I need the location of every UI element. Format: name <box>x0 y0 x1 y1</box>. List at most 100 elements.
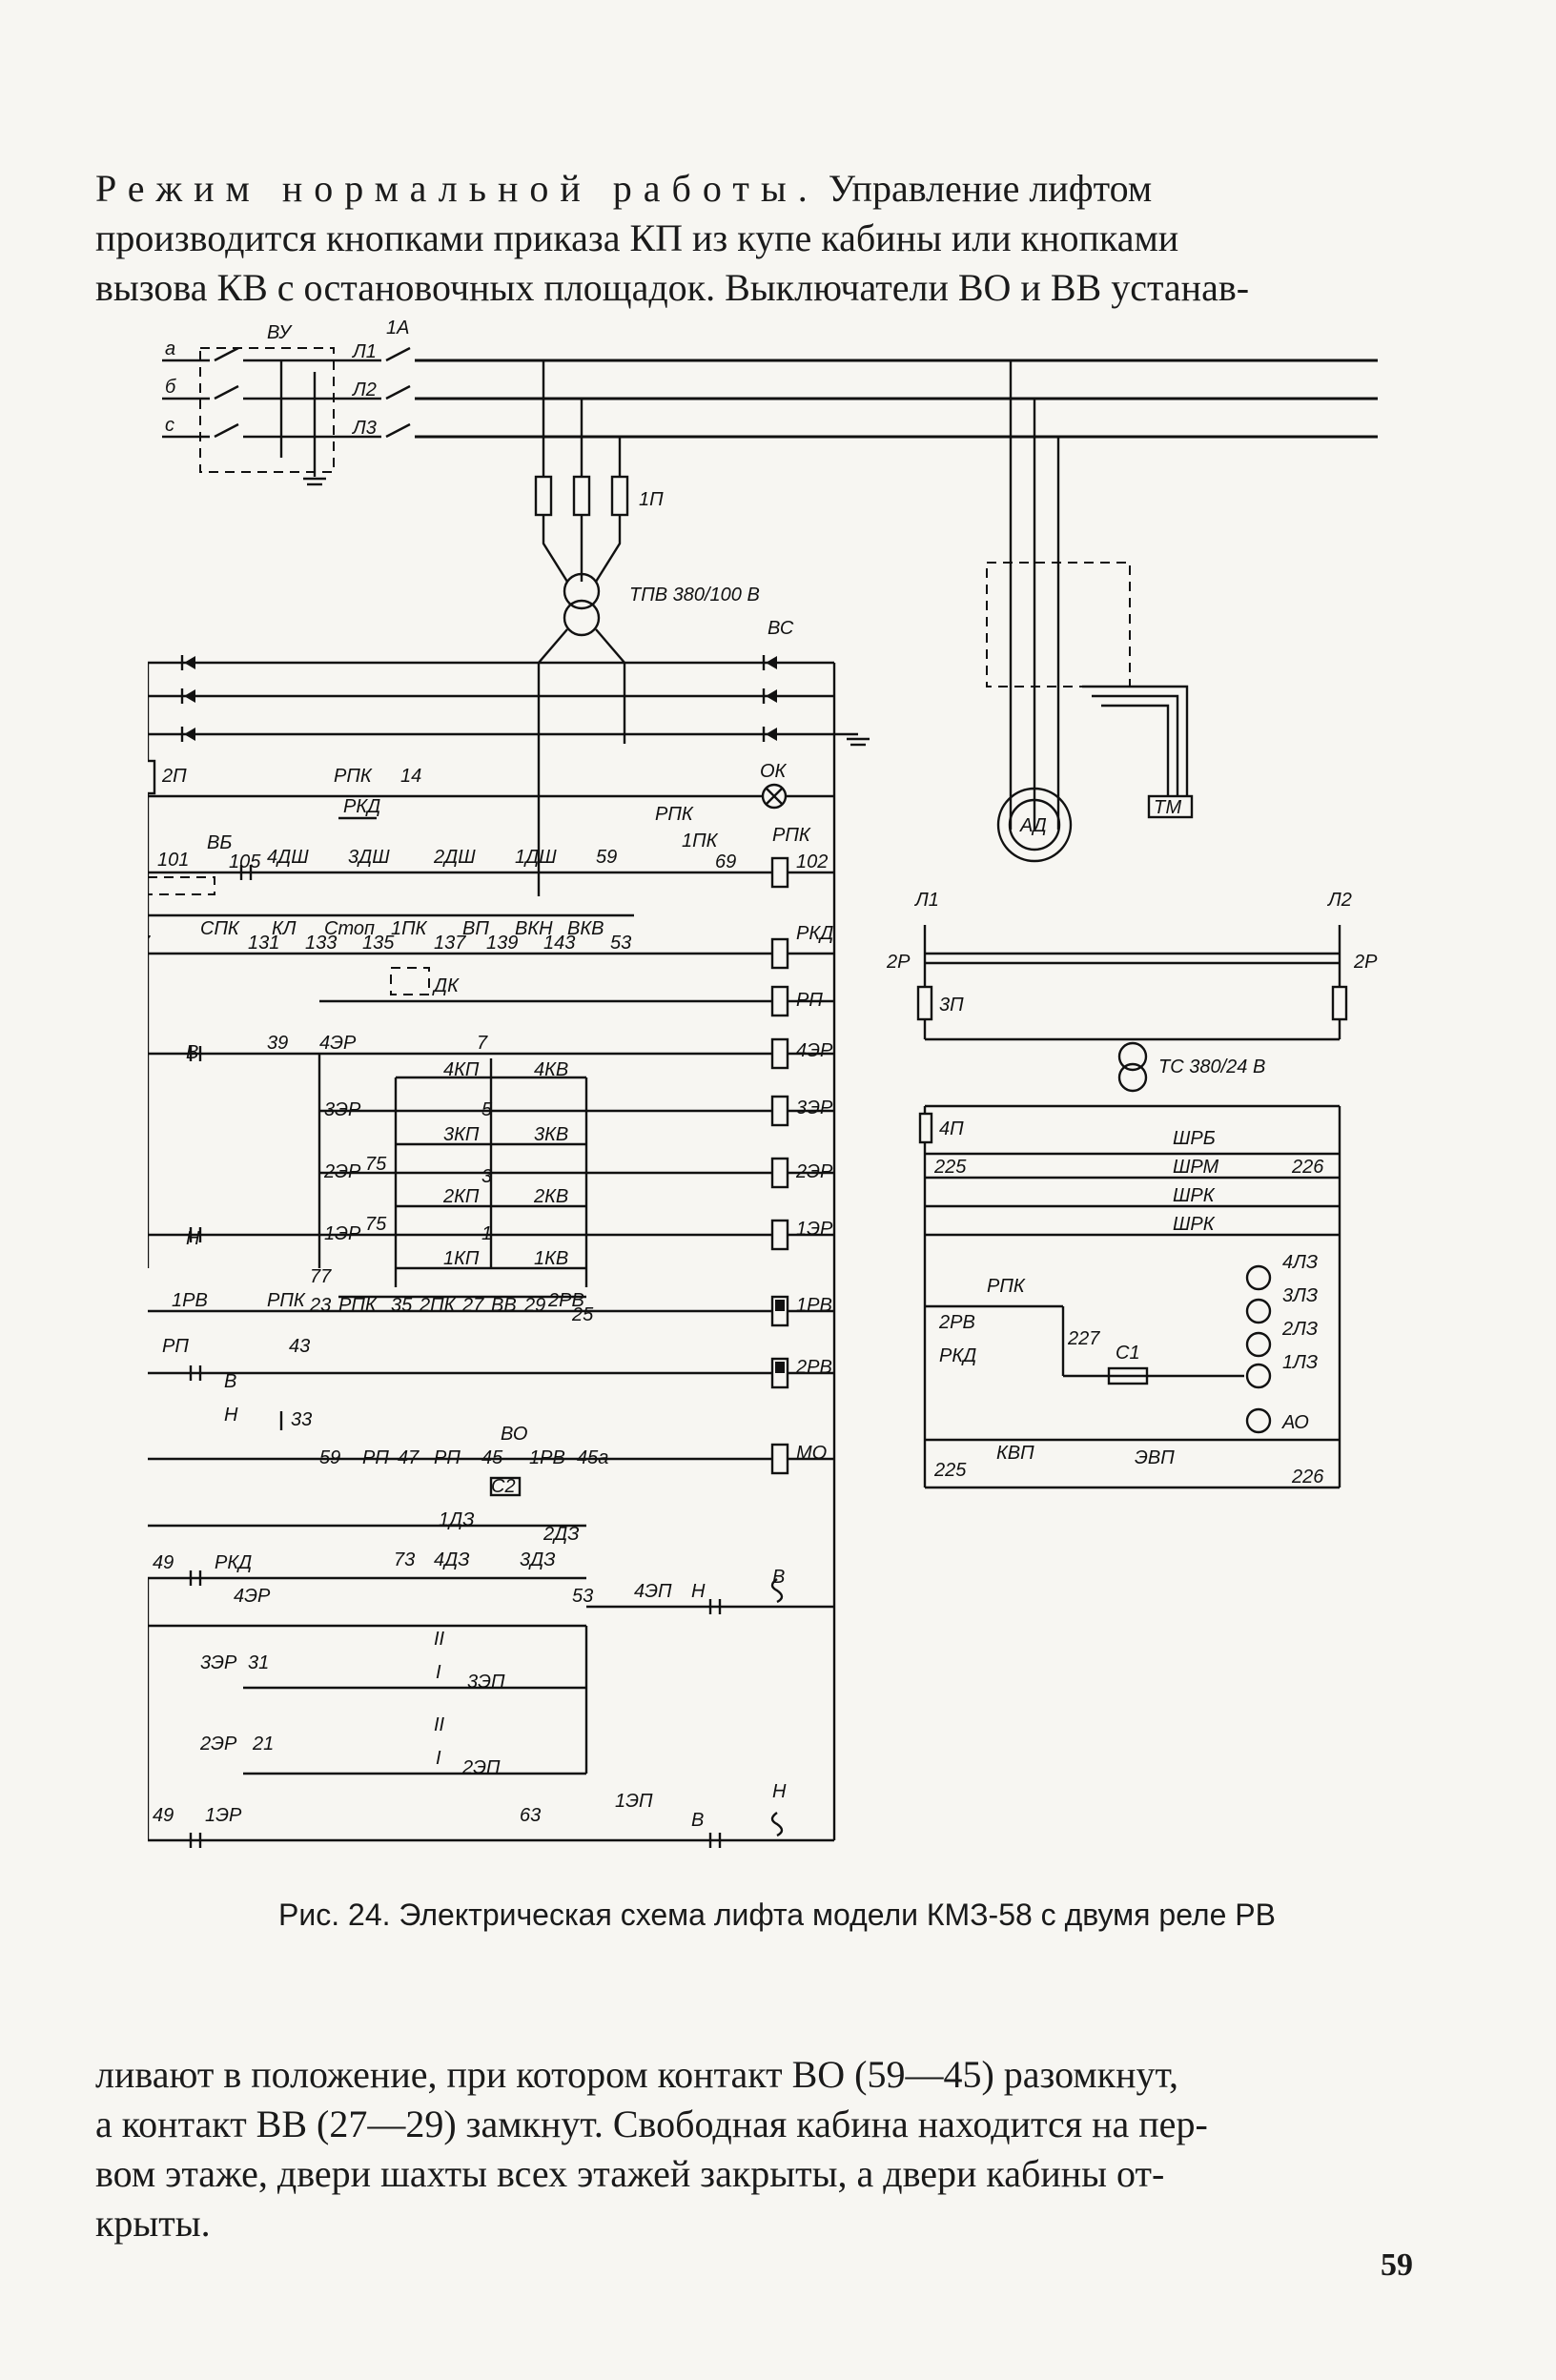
label-33: 33 <box>291 1409 312 1430</box>
label-2kv: 2КВ <box>533 1186 568 1207</box>
bottom-paragraph: ливают в положение, при котором контакт … <box>95 2050 1402 2248</box>
label-coil-1er: 1ЭР <box>796 1219 833 1240</box>
label-rpk-right: РПК <box>655 804 694 825</box>
label-b-n: Н <box>772 1781 787 1802</box>
label-phase-b: б <box>165 377 176 398</box>
label-dk: ДК <box>432 975 460 996</box>
label-lamp-ao: АО <box>1281 1412 1309 1433</box>
label-transformer-ts: ТС 380/24 В <box>1158 1057 1265 1077</box>
label-kl: КЛ <box>272 918 297 939</box>
label-1er: 1ЭР <box>324 1223 361 1244</box>
label-fuse-1p: 1П <box>639 489 664 510</box>
label-ok: ОК <box>760 761 788 782</box>
vu-switch-box <box>199 347 335 473</box>
label-roman-2a: II <box>434 1629 445 1650</box>
label-rp: РП <box>162 1336 189 1357</box>
label-lamp-4lz: 4ЛЗ <box>1282 1252 1318 1273</box>
label-fuse-3p: 3П <box>939 995 964 1016</box>
label-226-bottom: 226 <box>1291 1467 1324 1488</box>
label-mo-45: 45 <box>481 1447 503 1468</box>
label-roman-2b: II <box>434 1714 445 1735</box>
label-coil-4er: 4ЭР <box>796 1040 833 1061</box>
label-1pk-row3: 1ПК <box>391 918 428 939</box>
label-socket-shrk: ШРК <box>1173 1185 1216 1206</box>
label-25: 25 <box>571 1304 594 1325</box>
label-vkn: ВКН <box>515 918 553 939</box>
label-29: 29 <box>523 1295 545 1316</box>
bottom-line-2: а контакт ВВ (27—29) замкнут. Свободная … <box>95 2103 1208 2145</box>
label-2kp: 2КП <box>442 1186 480 1207</box>
label-l2: Л2 <box>351 380 377 400</box>
label-105: 105 <box>229 851 261 872</box>
label-coil-mo: МО <box>796 1443 827 1464</box>
label-2rv-row: 2РВ <box>547 1290 584 1311</box>
label-coil-1rv: 1РВ <box>796 1295 832 1316</box>
label-fuse-2p: 2П <box>161 766 187 787</box>
label-l1: Л1 <box>351 341 377 362</box>
top-line-3: вызова КВ с остановочных площадок. Выклю… <box>95 266 1250 309</box>
label-27: 27 <box>461 1295 484 1316</box>
coil-1er <box>770 1219 789 1251</box>
electrical-schematic: а б с ВУ 1А Л1 Л2 Л3 1П ТПВ 3 <box>117 315 1411 1859</box>
label-4dsh: 4ДШ <box>267 847 309 868</box>
bottom-line-3: вом этаже, двери шахты всех этажей закры… <box>95 2152 1165 2195</box>
label-b-4ep: 4ЭП <box>634 1581 672 1602</box>
label-socket-shrk2: ШРК <box>1173 1214 1216 1235</box>
section-heading: Режим нормальной работы. <box>95 167 819 210</box>
floor-relay-ladder: 49 РКД 4ЭР 53 3ЭР 31 3ЭП 2ЭР 21 2ЭП 49 1… <box>146 1552 834 1842</box>
label-139: 139 <box>486 933 518 954</box>
label-kvp: КВП <box>996 1443 1034 1464</box>
label-43: 43 <box>289 1336 310 1357</box>
label-3kp: 3КП <box>443 1124 480 1145</box>
upper-control-rows: 2П РПК 14 РКД ОК РПК 1ПК РПК 101 ВБ 105 … <box>139 759 834 895</box>
label-3er: 3ЭР <box>324 1099 361 1120</box>
label-102: 102 <box>796 851 828 872</box>
label-75b: 75 <box>365 1214 387 1235</box>
label-3dsh: 3ДШ <box>348 847 390 868</box>
label-133: 133 <box>305 933 337 954</box>
label-rkd-top: РКД <box>343 796 380 817</box>
label-coil-3er: 3ЭР <box>796 1098 833 1118</box>
label-225-top: 225 <box>933 1157 967 1178</box>
coil-2er <box>770 1157 789 1189</box>
label-motor-ad: АД <box>1019 815 1047 836</box>
label-spk: СПК <box>200 918 240 939</box>
label-evp: ЭВП <box>1135 1447 1175 1468</box>
label-b-3er: 3ЭР <box>200 1652 237 1673</box>
coil-rp <box>770 985 789 1017</box>
label-7: 7 <box>477 1033 488 1054</box>
label-b-4er: 4ЭР <box>234 1586 271 1607</box>
label-1dz: 1ДЗ <box>439 1509 474 1530</box>
label-right-l2: Л2 <box>1326 890 1352 911</box>
label-socket-shrm: ШРМ <box>1173 1157 1219 1178</box>
label-v-contact: В <box>224 1371 236 1392</box>
label-coil-2er: 2ЭР <box>795 1161 833 1182</box>
coil-3er <box>770 1095 789 1127</box>
mo-row: ВО 59 РП 47 РП 45 1РВ 45а С2 1ДЗ 2ДЗ 4ДЗ… <box>148 1424 608 1570</box>
label-b-1er: 1ЭР <box>205 1805 242 1826</box>
figure-caption: Рис. 24. Электрическая схема лифта модел… <box>278 1898 1276 1932</box>
label-roman-1b: I <box>436 1748 441 1769</box>
label-ipk: 1ПК <box>682 831 719 851</box>
label-77: 77 <box>310 1266 332 1287</box>
label-135: 135 <box>362 933 395 954</box>
label-phase-a: а <box>165 339 175 359</box>
label-1: 1 <box>481 1223 492 1244</box>
label-4kv: 4КВ <box>534 1059 568 1080</box>
coil-4er <box>770 1037 789 1070</box>
label-227: 227 <box>1067 1328 1100 1349</box>
label-c1: С1 <box>1116 1343 1140 1364</box>
label-coil-2rv: 2РВ <box>795 1357 832 1378</box>
label-4kp: 4КП <box>443 1059 480 1080</box>
label-b-49b: 49 <box>153 1805 174 1826</box>
label-b-2ep: 2ЭП <box>461 1757 501 1778</box>
label-37: 37 <box>148 933 151 954</box>
label-b-1ep: 1ЭП <box>615 1791 653 1812</box>
top-line-2: производится кнопками приказа КП из купе… <box>95 216 1179 259</box>
label-phase-c: с <box>165 415 174 436</box>
label-2pk: 2ПК <box>419 1295 457 1316</box>
contacts <box>189 865 722 1848</box>
label-rkd-light: РКД <box>939 1345 976 1366</box>
label-mo-45a: 45а <box>577 1447 608 1468</box>
label-225-bottom: 225 <box>933 1460 967 1481</box>
